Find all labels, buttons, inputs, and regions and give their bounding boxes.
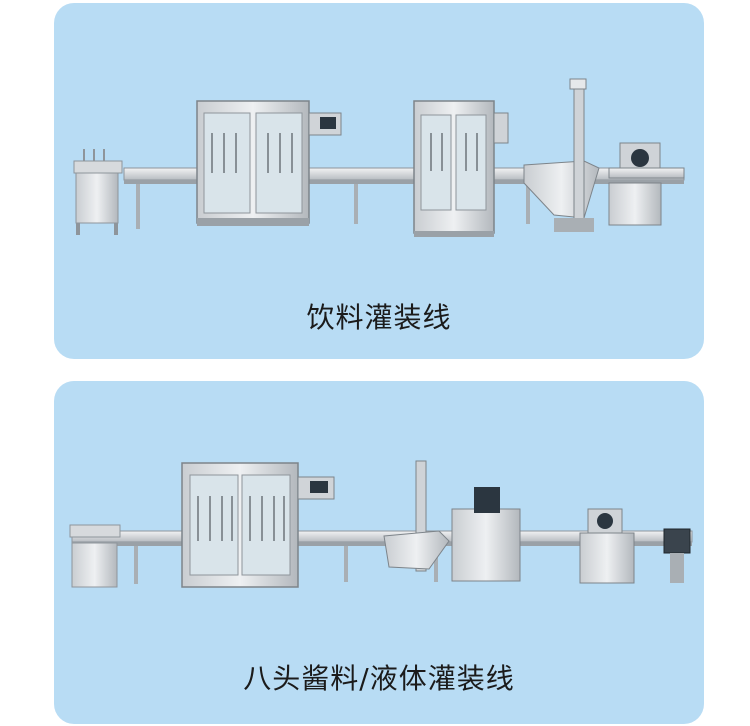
- sauce-line-card: 八头酱料/液体灌装线: [54, 381, 704, 724]
- panel-caption: 饮料灌装线: [306, 301, 452, 334]
- sauce-liquid-filling-line-image: [69, 460, 693, 588]
- beverage-line-card: 饮料灌装线: [54, 3, 704, 359]
- panel-caption: 八头酱料/液体灌装线: [243, 662, 515, 695]
- beverage-filling-line-image: [73, 78, 685, 237]
